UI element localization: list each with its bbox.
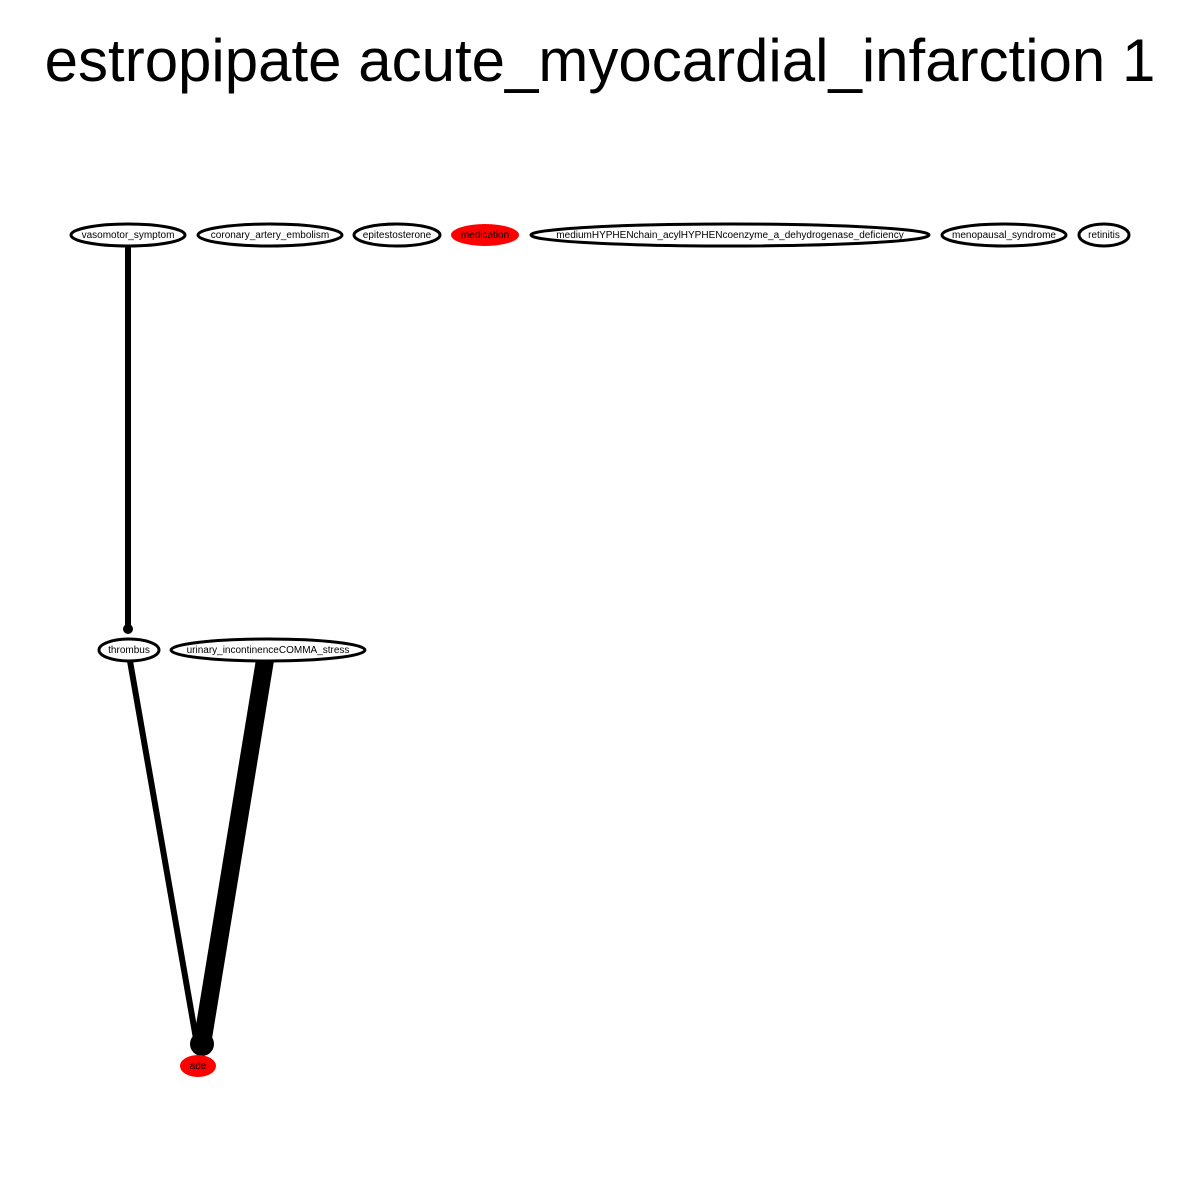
edge-urinary_incontinence_stress-to-ade (193, 651, 274, 1053)
node-shape-menopausal_syndrome (940, 222, 1068, 248)
node-coronary_artery_embolism: coronary_artery_embolism (196, 222, 344, 248)
node-shape-mcad_deficiency (529, 222, 931, 248)
node-shape-medication (451, 224, 519, 246)
node-medication: medication (451, 224, 519, 246)
node-label-mcad_deficiency: mediumHYPHENchain_acylHYPHENcoenzyme_a_d… (556, 230, 903, 241)
node-epitestosterone: epitestosterone (352, 222, 442, 248)
node-label-menopausal_syndrome: menopausal_syndrome (952, 230, 1056, 241)
nodes-layer: vasomotor_symptom coronary_artery_embolis… (69, 222, 1131, 1077)
node-shape-urinary_incontinence_stress (169, 637, 367, 663)
node-shape-thrombus (97, 637, 161, 663)
node-label-thrombus: thrombus (108, 645, 150, 656)
node-label-urinary_incontinence_stress: urinary_incontinenceCOMMA_stress (187, 645, 350, 656)
node-shape-epitestosterone (352, 222, 442, 248)
edge-thrombus-to-ade (127, 658, 201, 1053)
edges-layer (123, 245, 274, 1056)
node-ade: ade (180, 1055, 216, 1077)
edge-arrowhead-vasomotor_symptom-to-thrombus (123, 624, 133, 634)
node-mcad_deficiency: mediumHYPHENchain_acylHYPHENcoenzyme_a_d… (529, 222, 931, 248)
node-shape-retinitis (1077, 222, 1131, 248)
node-shape-coronary_artery_embolism (196, 222, 344, 248)
node-label-retinitis: retinitis (1088, 230, 1120, 241)
node-label-ade: ade (190, 1061, 207, 1072)
edge-arrowhead-urinary_incontinence_stress-to-ade (190, 1032, 214, 1056)
node-thrombus: thrombus (97, 637, 161, 663)
node-label-coronary_artery_embolism: coronary_artery_embolism (211, 230, 329, 241)
node-shape-ade (180, 1055, 216, 1077)
node-vasomotor_symptom: vasomotor_symptom (69, 222, 187, 248)
node-urinary_incontinence_stress: urinary_incontinenceCOMMA_stress (169, 637, 367, 663)
node-menopausal_syndrome: menopausal_syndrome (940, 222, 1068, 248)
node-label-epitestosterone: epitestosterone (363, 230, 432, 241)
node-retinitis: retinitis (1077, 222, 1131, 248)
node-label-vasomotor_symptom: vasomotor_symptom (82, 230, 175, 241)
graph-title: estropipate acute_myocardial_infarction … (44, 27, 1156, 94)
node-label-medication: medication (461, 230, 509, 241)
node-shape-vasomotor_symptom (69, 222, 187, 248)
